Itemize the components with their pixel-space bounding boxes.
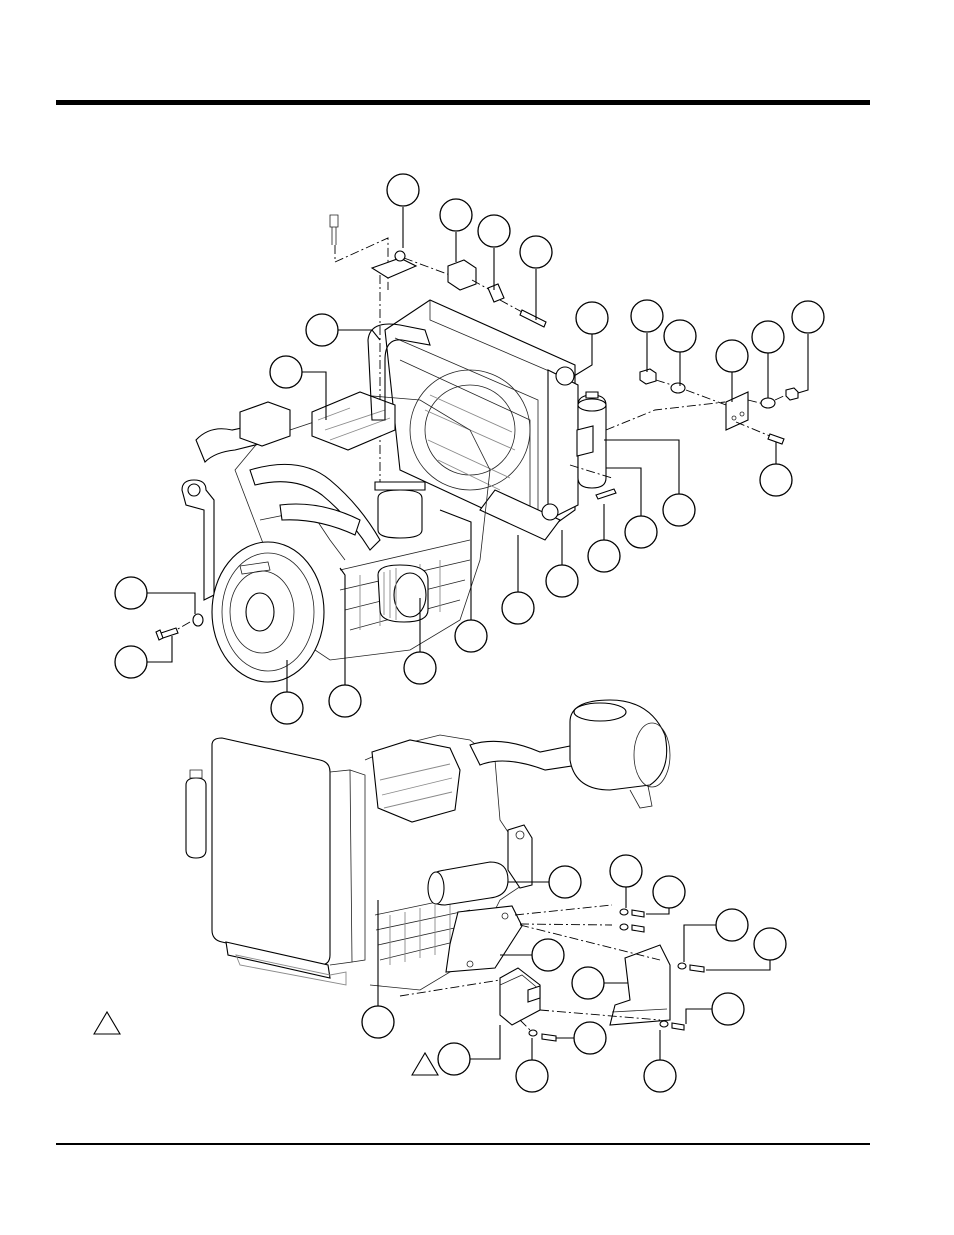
- callout-bubble: [520, 236, 552, 268]
- callout-bubble: [455, 620, 487, 652]
- callout-bubble: [115, 646, 147, 678]
- lower-radiator: [212, 738, 330, 965]
- callout-bubble: [270, 356, 302, 388]
- coolant-tank: [570, 392, 725, 499]
- callout-bubble: [631, 300, 663, 332]
- callout-bubble: [532, 939, 564, 971]
- air-cleaner: [470, 700, 670, 808]
- lower-coolant-tank: [186, 770, 206, 858]
- callout-bubble: [754, 928, 786, 960]
- warning-triangle-icon: [412, 1053, 438, 1075]
- callout-bubble: [502, 592, 534, 624]
- callout-bubble: [478, 215, 510, 247]
- callout-bubble: [516, 1060, 548, 1092]
- callout-bubble: [115, 577, 147, 609]
- callout-bubble: [760, 464, 792, 496]
- callout-bubble: [329, 685, 361, 717]
- callout-bubble: [549, 866, 581, 898]
- callout-bubble: [653, 876, 685, 908]
- warning-triangle-icon: [94, 1012, 120, 1034]
- tank-bracket-hardware: [640, 369, 798, 444]
- callout-bubble: [576, 302, 608, 334]
- callout-bubble: [271, 692, 303, 724]
- callout-bubble: [588, 540, 620, 572]
- callout-bubble: [644, 1060, 676, 1092]
- flywheel-hardware: [156, 614, 203, 640]
- callout-bubble: [716, 340, 748, 372]
- callout-bubble: [362, 1006, 394, 1038]
- callout-bubble: [574, 1022, 606, 1054]
- ecu-module: [500, 968, 556, 1041]
- callout-bubble: [792, 301, 824, 333]
- mount-plate: [446, 905, 612, 972]
- callout-bubble: [712, 993, 744, 1025]
- callout-bubble: [752, 321, 784, 353]
- callout-bubble: [546, 565, 578, 597]
- callout-bubble: [663, 494, 695, 526]
- upper-engine-illustration: [156, 215, 798, 682]
- callout-bubble: [572, 967, 604, 999]
- callout-bubble: [716, 909, 748, 941]
- callout-bubble: [438, 1043, 470, 1075]
- callout-bubble: [404, 652, 436, 684]
- callout-bubble: [306, 314, 338, 346]
- callout-bubble: [625, 516, 657, 548]
- callout-bubble: [387, 174, 419, 206]
- callout-bubble: [440, 199, 472, 231]
- lower-filter: [428, 862, 508, 905]
- callout-bubble: [610, 855, 642, 887]
- callout-bubble: [664, 320, 696, 352]
